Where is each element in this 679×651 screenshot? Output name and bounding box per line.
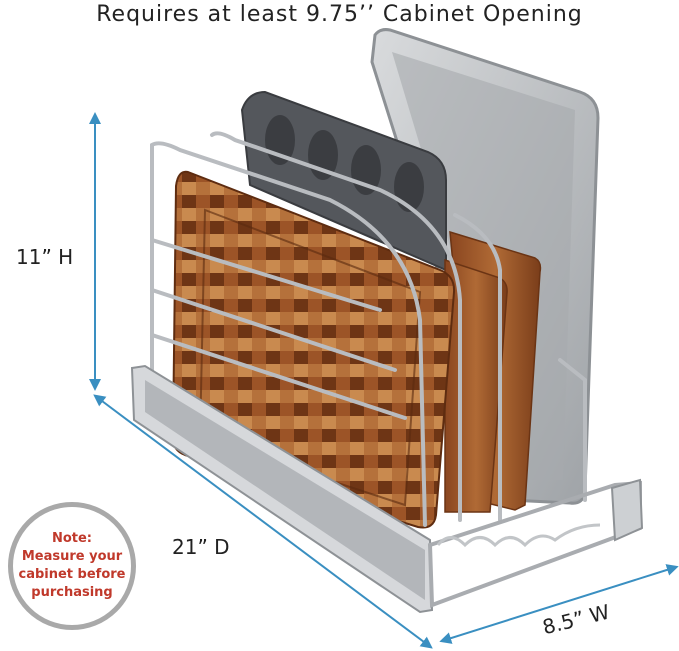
depth-arrow-icon (93, 394, 433, 649)
note-badge: Note: Measure your cabinet before purcha… (8, 502, 136, 630)
wire-dividers (150, 131, 587, 527)
note-line-1: Note: (51, 531, 93, 546)
width-arrow-icon (439, 564, 679, 644)
height-label: 11” H (16, 245, 74, 269)
page-title: Requires at least 9.75’’ Cabinet Opening (96, 2, 583, 27)
depth-label: 21” D (172, 535, 230, 559)
note-line-4: purchasing (31, 585, 113, 600)
note-line-3: cabinet before (18, 567, 126, 582)
note-line-2: Measure your (21, 549, 123, 564)
pull-out-base (130, 364, 644, 614)
